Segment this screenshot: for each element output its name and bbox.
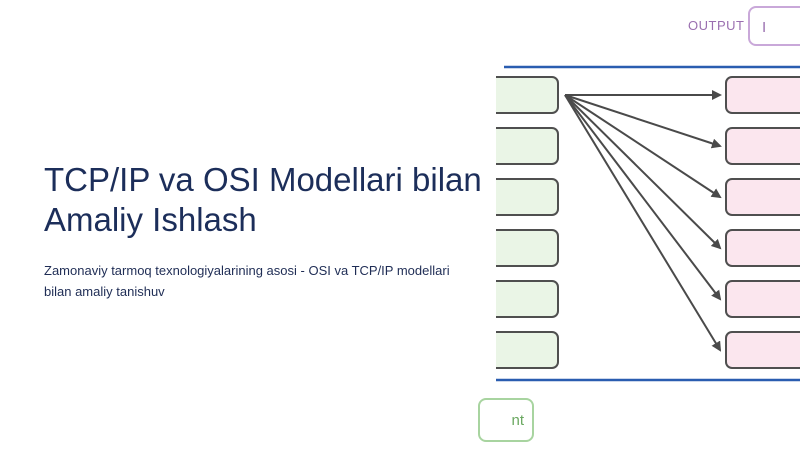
arrow	[564, 94, 722, 149]
bottom-component-box: nt	[478, 398, 534, 442]
arrow	[564, 94, 722, 250]
right-layer-box	[725, 178, 800, 216]
right-layer-box	[725, 331, 800, 369]
output-box: I an	[748, 6, 800, 46]
right-layer-box	[725, 229, 800, 267]
arrow	[564, 94, 722, 352]
right-layer-box	[725, 127, 800, 165]
fanout-arrows	[564, 90, 722, 352]
left-layer-stack	[477, 76, 559, 369]
right-layer-box	[725, 76, 800, 114]
slide-title: TCP/IP va OSI Modellari bilan Amaliy Ish…	[44, 161, 482, 238]
right-layer-stack	[725, 76, 800, 369]
right-layer-box	[725, 280, 800, 318]
arrow	[564, 94, 722, 199]
output-box-text-left: I	[762, 19, 767, 36]
bottom-box-text: nt	[511, 412, 524, 429]
output-label: OUTPUT	[688, 18, 745, 33]
arrow	[564, 94, 722, 301]
left-fade-mask	[440, 60, 496, 390]
slide-subtitle: Zamonaviy tarmoq texnologiyalarining aso…	[44, 263, 450, 299]
